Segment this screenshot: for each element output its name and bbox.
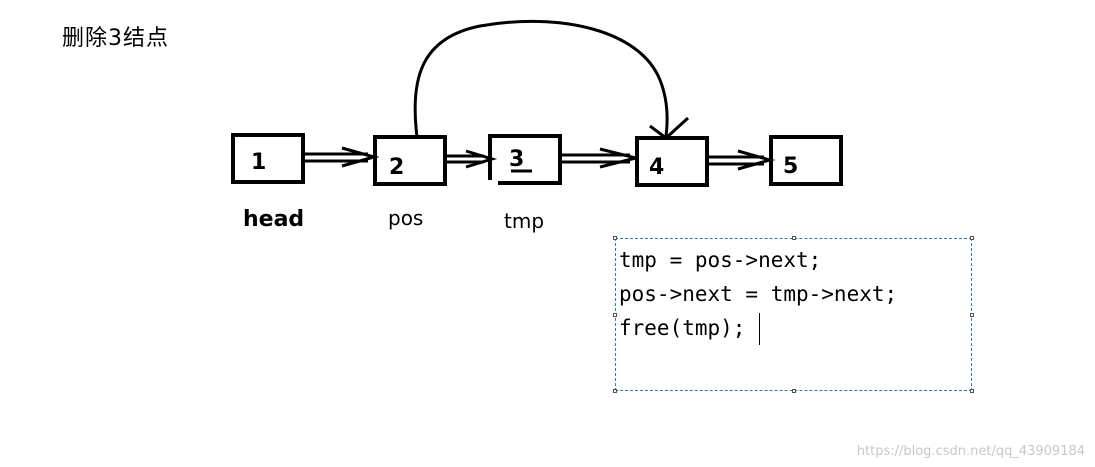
bypass-arrowhead xyxy=(649,116,690,140)
node-3-box xyxy=(488,134,562,185)
text-caret xyxy=(759,313,760,345)
arrow-2-3 xyxy=(447,149,498,169)
resize-handle-tm[interactable] xyxy=(792,236,796,240)
resize-handle-br[interactable] xyxy=(970,389,974,393)
node-4: 4 xyxy=(635,136,709,187)
label-head: head xyxy=(243,207,304,232)
label-pos: pos xyxy=(388,206,423,230)
bypass-curve-arrow xyxy=(413,19,669,138)
code-textbox[interactable]: tmp = pos->next; pos->next = tmp->next; … xyxy=(613,236,974,393)
node-3: 3 xyxy=(486,134,562,186)
watermark-text: https://blog.csdn.net/qq_43909184 xyxy=(856,444,1085,459)
resize-handle-bl[interactable] xyxy=(613,389,617,393)
resize-handle-ml[interactable] xyxy=(613,313,617,317)
resize-handle-tr[interactable] xyxy=(970,236,974,240)
label-tmp: tmp xyxy=(504,209,544,233)
arrow-1-2 xyxy=(305,146,380,168)
node-1: 1 xyxy=(231,133,305,184)
code-line-2: pos->next = tmp->next; xyxy=(619,282,898,306)
resize-handle-mr[interactable] xyxy=(970,313,974,317)
node-3-value: 3 xyxy=(509,147,524,172)
arrow-4-5 xyxy=(709,149,776,171)
diagram-title: 删除3结点 xyxy=(62,26,169,51)
node-5-box xyxy=(769,135,843,186)
node-2: 2 xyxy=(373,135,447,186)
node-4-value: 4 xyxy=(649,155,664,180)
code-line-3: free(tmp); xyxy=(619,316,746,340)
node-1-box xyxy=(231,133,305,184)
code-line-1: tmp = pos->next; xyxy=(619,248,822,272)
node-2-box xyxy=(373,135,447,186)
node-4-box xyxy=(635,136,709,187)
node-2-value: 2 xyxy=(389,155,404,180)
node-1-value: 1 xyxy=(251,150,266,175)
node-5: 5 xyxy=(769,135,843,186)
arrow-3-4 xyxy=(562,147,637,169)
node-5-value: 5 xyxy=(783,154,798,179)
resize-handle-tl[interactable] xyxy=(613,236,617,240)
resize-handle-bm[interactable] xyxy=(792,389,796,393)
